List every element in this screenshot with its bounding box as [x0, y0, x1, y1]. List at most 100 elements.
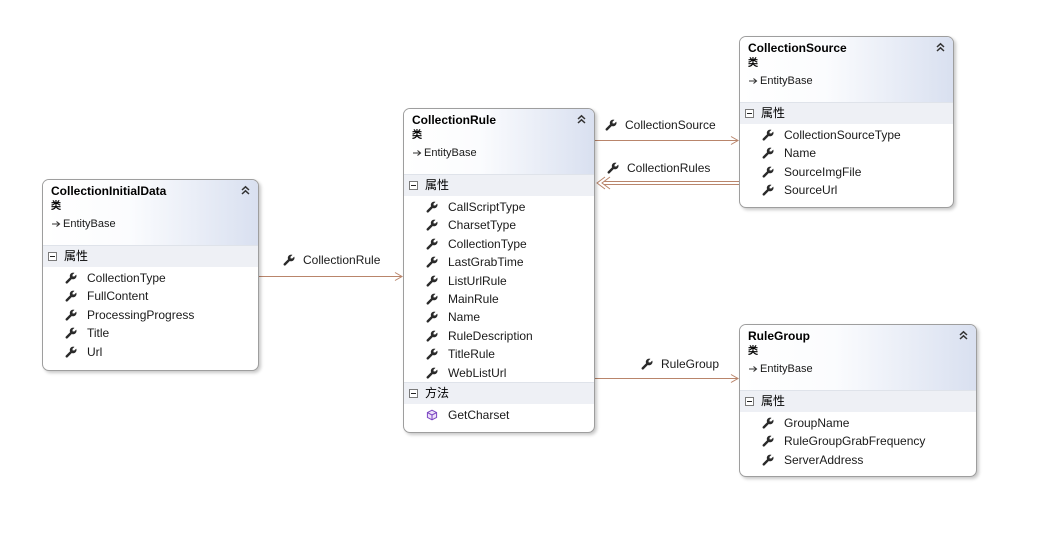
wrench-icon	[762, 147, 774, 159]
member-name: GroupName	[784, 416, 850, 430]
section-title: 属性	[761, 394, 786, 408]
double-chevron-up-icon[interactable]	[958, 330, 969, 341]
member-list: CollectionSourceType Name SourceImgFile …	[740, 124, 953, 200]
section-header-properties[interactable]: 属性	[740, 102, 953, 124]
class-header: CollectionSource 类 EntityBase	[740, 37, 953, 102]
wrench-icon	[762, 435, 774, 447]
association-collection-rules[interactable]	[596, 176, 739, 190]
section-header-properties[interactable]: 属性	[404, 174, 594, 196]
base-class: EntityBase	[51, 216, 201, 232]
property-item[interactable]: GroupName	[740, 414, 976, 432]
double-chevron-up-icon[interactable]	[935, 42, 946, 53]
member-list: CallScriptType CharsetType CollectionTyp…	[404, 196, 594, 382]
member-name: CharsetType	[448, 218, 517, 233]
wrench-icon	[65, 309, 77, 321]
association-rule-group[interactable]	[595, 374, 740, 383]
section-header-methods[interactable]: 方法	[404, 381, 594, 404]
member-name: Name	[784, 146, 817, 161]
class-kind: 类	[51, 201, 61, 212]
association-label-text: CollectionRules	[627, 161, 711, 175]
member-name: FullContent	[87, 289, 149, 304]
association-label-rule-group[interactable]: RuleGroup	[641, 356, 719, 372]
class-header: RuleGroup 类 EntityBase	[740, 325, 976, 390]
arrowhead	[730, 374, 740, 383]
property-item[interactable]: FullContent	[43, 287, 258, 305]
member-name: CollectionSourceType	[784, 128, 901, 142]
property-item[interactable]: Name	[404, 308, 594, 326]
minus-box-icon[interactable]	[48, 252, 57, 261]
association-label-text: RuleGroup	[661, 357, 720, 371]
member-list: CollectionType FullContent ProcessingPro…	[43, 267, 258, 361]
section-title: 属性	[64, 249, 89, 263]
property-item[interactable]: MainRule	[404, 290, 594, 308]
property-item[interactable]: SourceUrl	[740, 181, 953, 199]
property-item[interactable]: Title	[43, 324, 258, 342]
inheritance-arrow-icon	[51, 219, 61, 229]
member-name: RuleGroupGrabFrequency	[784, 434, 926, 449]
property-item[interactable]: SourceImgFile	[740, 163, 953, 181]
wrench-icon	[65, 290, 77, 302]
section-title: 属性	[425, 178, 450, 192]
base-class-name: EntityBase	[760, 363, 813, 375]
association-label-collection-rule[interactable]: CollectionRule	[283, 252, 380, 268]
member-name: ListUrlRule	[448, 273, 507, 288]
member-name: SourceUrl	[784, 183, 838, 198]
association-collection-source[interactable]	[595, 136, 740, 145]
property-item[interactable]: CollectionType	[43, 269, 258, 287]
property-item[interactable]: RuleGroupGrabFrequency	[740, 432, 976, 450]
class-box-collection-initial-data[interactable]: CollectionInitialData 类 EntityBase 属性 Co…	[42, 179, 259, 371]
double-chevron-up-icon[interactable]	[576, 114, 587, 125]
method-item[interactable]: GetCharset	[404, 406, 594, 424]
wrench-icon	[607, 162, 619, 174]
base-class: EntityBase	[412, 145, 562, 161]
property-item[interactable]: CollectionSourceType	[740, 126, 953, 144]
wrench-icon	[65, 327, 77, 339]
section-title: 方法	[425, 385, 450, 400]
class-name: CollectionInitialData	[51, 184, 167, 198]
arrowhead	[394, 272, 404, 281]
base-class-name: EntityBase	[63, 218, 116, 230]
property-item[interactable]: LastGrabTime	[404, 253, 594, 271]
property-item[interactable]: CollectionType	[404, 235, 594, 253]
member-name: LastGrabTime	[448, 255, 524, 270]
member-list: GroupName RuleGroupGrabFrequency ServerA…	[740, 412, 976, 469]
wrench-icon	[762, 166, 774, 178]
wrench-icon	[762, 184, 774, 196]
class-box-rule-group[interactable]: RuleGroup 类 EntityBase 属性 GroupName Rule…	[739, 324, 977, 477]
wrench-icon	[65, 346, 77, 358]
minus-box-icon[interactable]	[409, 181, 418, 190]
class-name: CollectionRule	[412, 113, 497, 127]
class-box-collection-source[interactable]: CollectionSource 类 EntityBase 属性 Collect…	[739, 36, 954, 208]
property-item[interactable]: WebListUrl	[404, 364, 594, 382]
property-item[interactable]: Name	[740, 144, 953, 162]
member-name: WebListUrl	[448, 365, 507, 380]
section-header-properties[interactable]: 属性	[43, 245, 258, 267]
section-header-properties[interactable]: 属性	[740, 390, 976, 412]
property-item[interactable]: ServerAddress	[740, 451, 976, 469]
property-item[interactable]: TitleRule	[404, 345, 594, 363]
wrench-icon	[426, 275, 438, 287]
base-class: EntityBase	[748, 361, 898, 377]
member-name: Url	[87, 344, 103, 359]
member-name: Title	[87, 326, 110, 341]
property-item[interactable]: ProcessingProgress	[43, 306, 258, 324]
member-name: CollectionType	[448, 236, 527, 251]
association-label-text: CollectionSource	[625, 118, 716, 132]
inheritance-arrow-icon	[748, 364, 758, 374]
association-collection-rule[interactable]	[259, 272, 404, 281]
property-item[interactable]: Url	[43, 343, 258, 361]
association-label-collection-source[interactable]: CollectionSource	[605, 117, 716, 133]
class-box-collection-rule[interactable]: CollectionRule 类 EntityBase 属性 CallScrip…	[403, 108, 595, 433]
minus-box-icon[interactable]	[745, 109, 754, 118]
property-item[interactable]: ListUrlRule	[404, 272, 594, 290]
minus-box-icon[interactable]	[745, 397, 754, 406]
minus-box-icon[interactable]	[409, 389, 418, 398]
property-item[interactable]: CharsetType	[404, 216, 594, 234]
method-cube-icon	[426, 409, 438, 421]
property-item[interactable]: CallScriptType	[404, 198, 594, 216]
member-list: GetCharset	[404, 404, 594, 424]
association-label-collection-rules[interactable]: CollectionRules	[607, 160, 710, 176]
double-chevron-up-icon[interactable]	[240, 185, 251, 196]
property-item[interactable]: RuleDescription	[404, 327, 594, 345]
wrench-icon	[426, 348, 438, 360]
